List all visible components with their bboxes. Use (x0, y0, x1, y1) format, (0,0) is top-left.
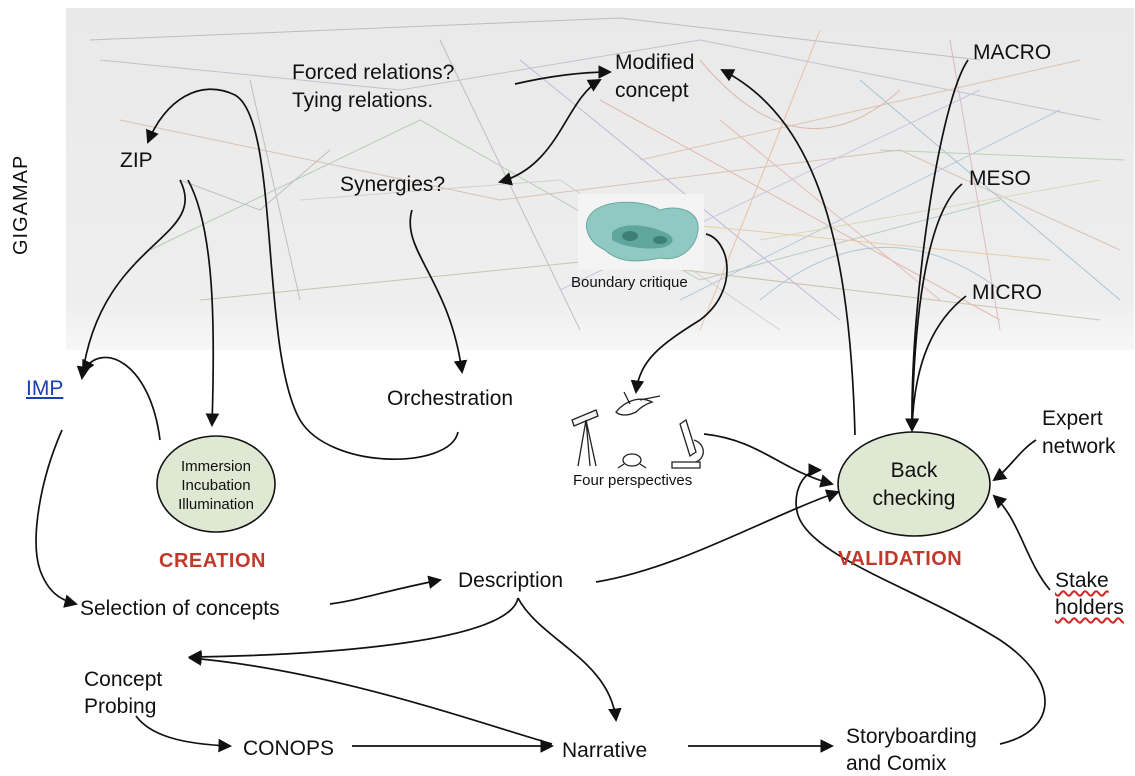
arrow-micro-to-backcheck (905, 295, 967, 433)
arrow-meso-to-backcheck (905, 183, 963, 433)
creation-oval-line2: Incubation (181, 477, 251, 494)
zip-label: ZIP (120, 149, 153, 172)
four-perspectives-label: Four perspectives (573, 472, 693, 489)
expert-network-line2: network (1042, 435, 1116, 458)
telescope-icon (571, 409, 599, 467)
validation-oval-line1: Back (890, 459, 938, 482)
arrow-orch-to-zip (146, 88, 459, 461)
microscope-icon (671, 418, 704, 469)
modified-concept-line2: concept (615, 79, 689, 102)
frog-icon (617, 453, 647, 469)
arrow-imp-to-selection (35, 429, 78, 608)
arrow-description-to-backcheck (595, 489, 840, 583)
stakeholders-line2: holders (1055, 596, 1124, 619)
arrow-zip-to-imp (76, 179, 186, 381)
concept-probing-line2: Probing (84, 695, 157, 718)
arrow-expert-to-backcheck (992, 439, 1037, 482)
synergies-label: Synergies? (340, 173, 446, 196)
arrow-zip-to-creation (187, 179, 220, 428)
expert-network-line1: Expert (1042, 407, 1103, 430)
macro-label: MACRO (973, 41, 1052, 64)
creation-oval-line3: Illumination (178, 496, 254, 513)
arrow-creation-to-imp (82, 356, 161, 441)
storyboarding-line2: and Comix (846, 752, 947, 775)
boundary-critique-label: Boundary critique (571, 274, 688, 291)
arrow-macro-to-backcheck (905, 59, 969, 433)
orchestration-label: Orchestration (387, 387, 514, 410)
stakeholders-line1: Stake (1055, 569, 1109, 592)
creation-oval-line1: Immersion (180, 458, 251, 475)
creation-title: CREATION (159, 550, 266, 572)
creation-oval (156, 435, 276, 533)
micro-label: MICRO (972, 281, 1042, 304)
arrow-stakeholders-to-backcheck (992, 494, 1051, 591)
conops-label: CONOPS (243, 737, 335, 760)
arrow-selection-to-description (329, 575, 443, 605)
arrow-description-to-probing (187, 597, 519, 664)
imp-link[interactable]: IMP (26, 377, 64, 400)
arrow-modified-to-synergies (498, 78, 602, 186)
modified-concept-line1: Modified (615, 51, 695, 74)
arrow-boundary-to-perspectives (630, 233, 728, 395)
narrative-label: Narrative (562, 739, 648, 762)
bird-icon (615, 391, 661, 416)
concept-probing-line1: Concept (84, 668, 163, 691)
arrow-probing-to-conops (135, 715, 233, 753)
arrow-storyboarding-to-backcheck (795, 463, 1046, 745)
gigamap-side-label: GIGAMAP (10, 154, 32, 255)
arrow-description-to-narrative (517, 597, 622, 723)
description-label: Description (458, 569, 564, 592)
validation-title: VALIDATION (838, 548, 963, 570)
storyboarding-line1: Storyboarding (846, 725, 977, 748)
validation-oval-line2: checking (872, 487, 956, 510)
forced-relations-label: Forced relations? (292, 61, 455, 84)
meso-label: MESO (969, 167, 1031, 190)
tying-relations-label: Tying relations. (292, 89, 434, 112)
selection-of-concepts-label: Selection of concepts (80, 597, 280, 620)
arrow-synergies-to-orch (409, 209, 468, 375)
arrow-perspectives-to-backcheck (703, 433, 834, 488)
boundary-critique-image (578, 194, 704, 270)
arrow-narrative-to-probing (187, 652, 553, 745)
arrow-backcheck-to-modified (720, 69, 856, 436)
